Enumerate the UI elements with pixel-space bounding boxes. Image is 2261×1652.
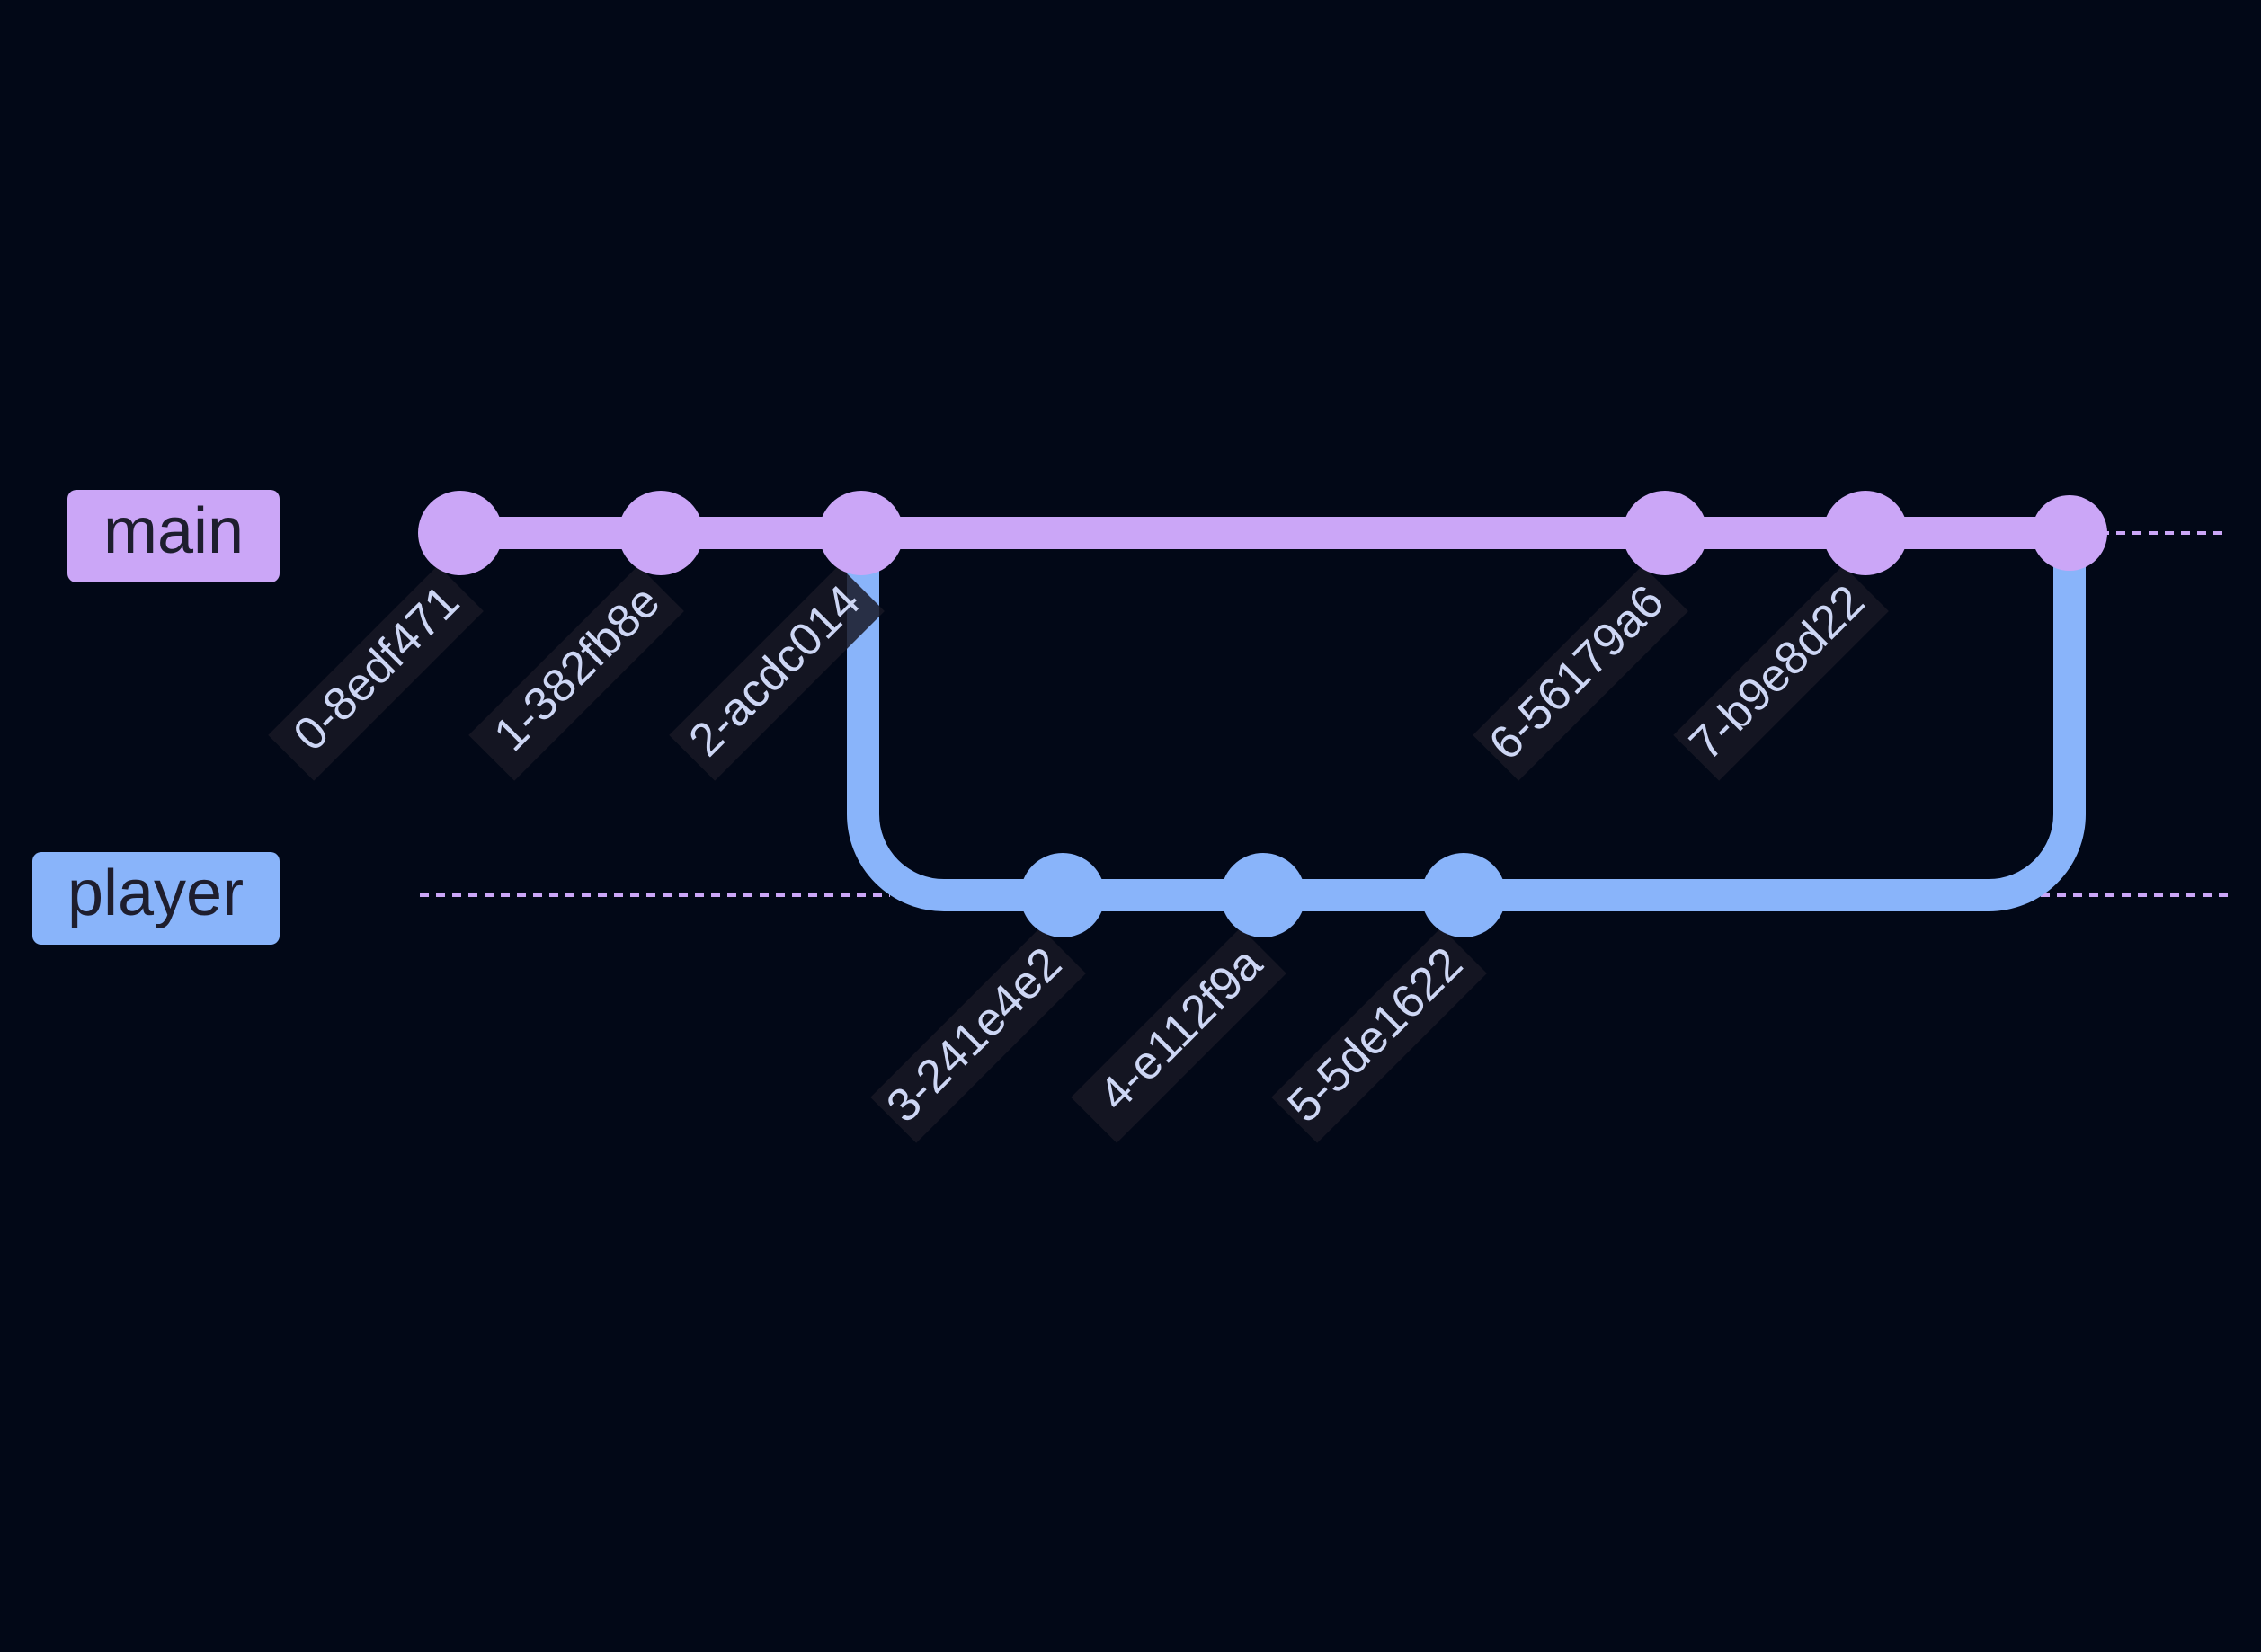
commit-dots	[418, 491, 2107, 937]
commit-dot[interactable]	[1623, 491, 1707, 575]
commit-label-bg	[1271, 928, 1487, 1143]
branch-label-player[interactable]: player	[32, 852, 280, 945]
commit-dot[interactable]	[819, 491, 904, 575]
commit-dot[interactable]	[1823, 491, 1908, 575]
commit-label-bg	[468, 565, 684, 781]
commit-label-bg	[669, 565, 885, 781]
commit-dot[interactable]	[418, 491, 503, 575]
commit-dot[interactable]	[1421, 853, 1506, 937]
commit-label-bg	[1473, 565, 1688, 781]
commit-label-bg	[268, 565, 484, 781]
commit-dot[interactable]	[1020, 853, 1105, 937]
branch-label-player-text: player	[67, 857, 244, 929]
branch-label-main-text: main	[103, 495, 244, 567]
commit-label-bg	[870, 928, 1086, 1143]
commit-dot[interactable]	[1221, 853, 1305, 937]
branch-label-main[interactable]: main	[67, 490, 280, 582]
commit-label-bg	[1071, 928, 1286, 1143]
branch-label-main-bg	[67, 490, 280, 582]
commit-label-bg	[1673, 565, 1889, 781]
merge-commit-dot[interactable]	[2032, 495, 2107, 571]
branch-label-player-bg	[32, 852, 280, 945]
commit-dot[interactable]	[619, 491, 703, 575]
